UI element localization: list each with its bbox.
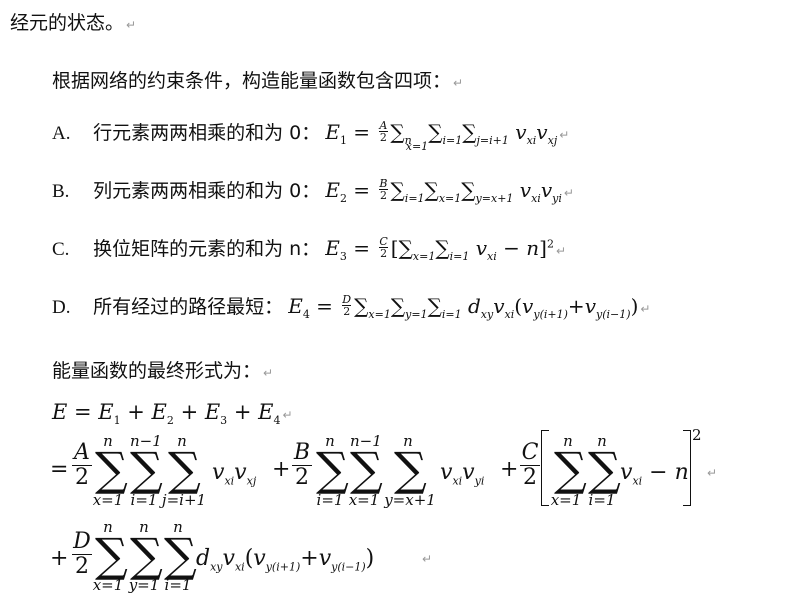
constraint-intro: 根据网络的约束条件，构造能量函数包含四项：↵ [52,70,464,92]
final-sum-line: E = E1 + E2 + E3 + E4↵ [52,400,293,428]
final-form-intro: 能量函数的最终形式为：↵ [52,360,274,382]
intro-tail: 经元的状态。↵ [10,12,137,34]
